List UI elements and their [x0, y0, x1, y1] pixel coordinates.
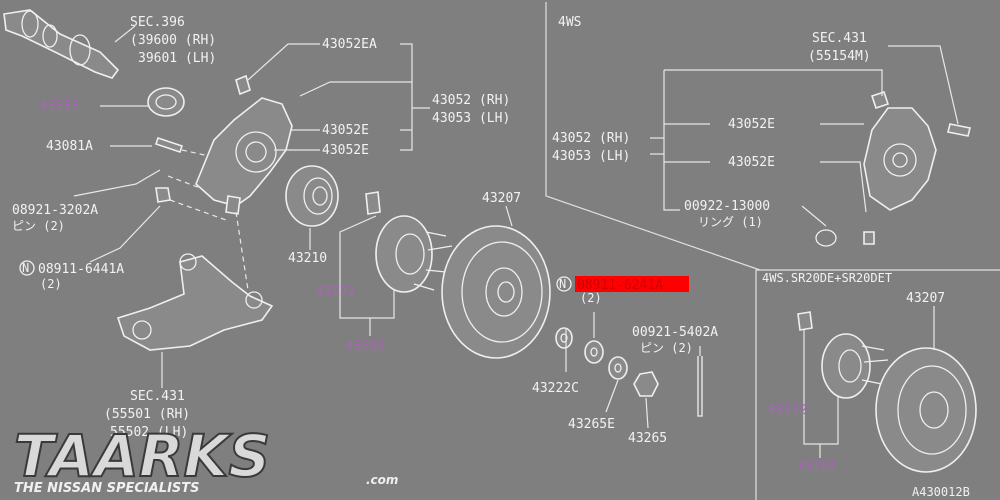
n-mark-icon — [19, 260, 35, 276]
label-43265e[interactable]: 43265E — [568, 417, 615, 432]
diagram-code: A430012B — [912, 485, 970, 499]
label-43210[interactable]: 43210 — [288, 251, 327, 266]
knuckle-part — [195, 74, 293, 215]
label-43202-a[interactable]: 43202 — [346, 339, 385, 354]
label-43222-a[interactable]: 43222 — [316, 285, 355, 300]
label-pin-qty-b: ピン (2) — [640, 341, 693, 355]
leader-line — [114, 25, 136, 43]
label-sr-43222[interactable]: 43222 — [768, 403, 807, 418]
bolt-part — [863, 231, 875, 245]
label-4ws-title: 4WS — [558, 15, 581, 30]
label-sec431-lh: 55502 (LH) — [110, 425, 188, 440]
label-43222c[interactable]: 43222C — [532, 381, 579, 396]
cotter-pin-part — [697, 356, 703, 417]
label-00921[interactable]: 00921-5402A — [632, 325, 718, 340]
label-4ws-43052e-b[interactable]: 43052E — [728, 155, 775, 170]
snap-ring-part — [815, 229, 837, 247]
label-sec396: SEC.396 — [130, 15, 185, 30]
section-border-4ws — [545, 2, 761, 271]
taarks-logo: TAARKS THE NISSAN SPECIALISTS .com — [13, 421, 398, 496]
label-43052rh[interactable]: 43052 (RH) — [432, 93, 510, 108]
label-4ws-55154m: (55154M) — [808, 49, 871, 64]
lower-arm-part — [116, 253, 274, 351]
logo-main-text: TAARKS — [14, 422, 270, 490]
label-qty-b: (2) — [580, 291, 602, 305]
label-4ws-43052rh[interactable]: 43052 (RH) — [552, 131, 630, 146]
label-qty-a: (2) — [40, 277, 62, 291]
label-08911-6441a[interactable]: 08911-6441A — [38, 262, 124, 277]
label-sr-43202[interactable]: 43202 — [798, 459, 837, 474]
label-43052ea[interactable]: 43052EA — [322, 37, 377, 52]
label-sec431-b: SEC.431 — [130, 389, 185, 404]
label-08911-6241a[interactable]: 08911-6241A — [577, 278, 663, 293]
brake-rotor-sr-part — [875, 347, 977, 473]
label-sec431-rh: (55501 (RH) — [104, 407, 190, 422]
washer-part — [555, 327, 573, 349]
label-4ws-sec431: SEC.431 — [812, 31, 867, 46]
washer-part — [608, 356, 628, 380]
label-4ws-00922[interactable]: 00922-13000 — [684, 199, 770, 214]
nut-part — [155, 187, 171, 203]
bolt-part — [154, 136, 184, 154]
label-4ws-ring: リング (1) — [698, 215, 763, 229]
label-43081a[interactable]: 43081A — [46, 139, 93, 154]
brake-rotor-part — [441, 225, 551, 359]
label-pin-qty-a: ピン (2) — [12, 219, 65, 233]
label-sec396-lh: 39601 (LH) — [138, 51, 216, 66]
n-mark-icon — [556, 276, 572, 292]
label-43232[interactable]: 43232 — [40, 99, 79, 114]
bolt-part — [797, 311, 813, 331]
hub-part — [375, 215, 453, 293]
label-43207-a[interactable]: 43207 — [482, 191, 521, 206]
oil-seal-part — [147, 87, 185, 117]
bolt-part — [365, 191, 381, 215]
logo-dotcom-text: .com — [366, 473, 398, 487]
label-4ws-43053lh[interactable]: 43053 (LH) — [552, 149, 630, 164]
label-43053lh[interactable]: 43053 (LH) — [432, 111, 510, 126]
label-43265[interactable]: 43265 — [628, 431, 667, 446]
label-4ws-43052e-a[interactable]: 43052E — [728, 117, 775, 132]
bearing-part — [285, 165, 339, 227]
castle-nut-part — [633, 371, 659, 397]
label-sec396-rh: (39600 (RH) — [130, 33, 216, 48]
washer-part — [584, 340, 604, 364]
label-43052e-b[interactable]: 43052E — [322, 143, 369, 158]
label-43052e-a[interactable]: 43052E — [322, 123, 369, 138]
label-sr-title: 4WS.SR20DE+SR20DET — [762, 271, 892, 285]
knuckle-4ws-part — [863, 90, 971, 211]
label-n-mark-b: N — [559, 277, 566, 291]
logo-sub-text: THE NISSAN SPECIALISTS — [14, 481, 200, 496]
label-08921[interactable]: 08921-3202A — [12, 203, 98, 218]
highlight-box — [575, 276, 689, 292]
driveshaft-part — [3, 9, 120, 79]
label-n-mark-a: N — [22, 261, 29, 275]
hub-sr-part — [821, 333, 889, 399]
label-sr-43207[interactable]: 43207 — [906, 291, 945, 306]
